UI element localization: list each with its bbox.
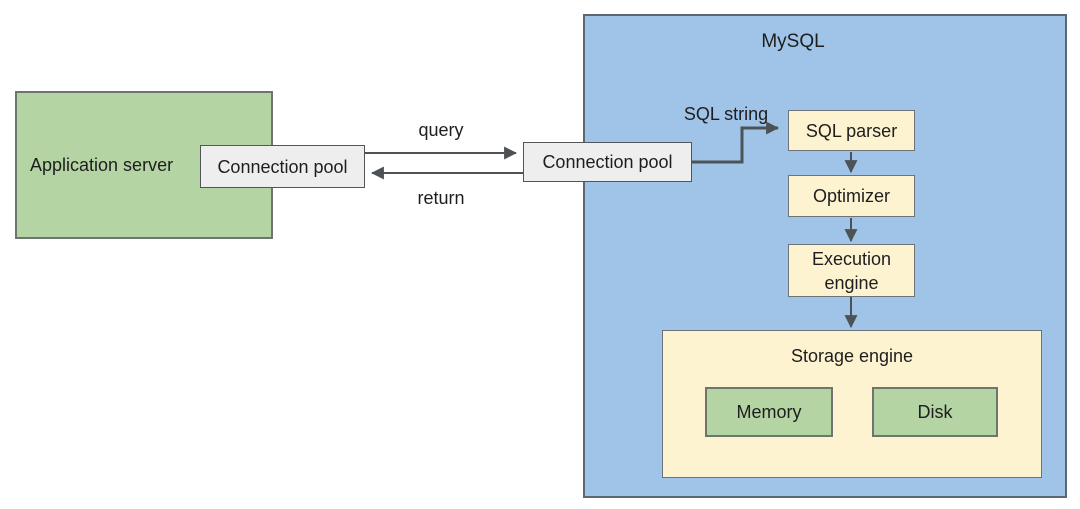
sql-parser-box: SQL parser [788, 110, 915, 151]
optimizer-box: Optimizer [788, 175, 915, 217]
storage-engine-title: Storage engine [790, 346, 914, 366]
disk-box: Disk [872, 387, 998, 437]
connection-pool-right-label: Connection pool [542, 152, 673, 172]
return-label: return [417, 188, 465, 208]
memory-box: Memory [705, 387, 833, 437]
application-server-label: Application server [30, 155, 174, 175]
sql-string-label: SQL string [683, 104, 769, 124]
execution-engine-box: Execution engine [788, 244, 915, 297]
optimizer-label: Optimizer [812, 186, 890, 206]
execution-engine-label: Execution engine [811, 248, 892, 293]
mysql-title: MySQL [761, 31, 825, 52]
disk-label: Disk [917, 402, 953, 422]
query-label: query [418, 120, 464, 140]
sql-parser-label: SQL parser [805, 120, 898, 141]
connection-pool-left-box: Connection pool [200, 145, 365, 188]
connection-pool-right-box: Connection pool [523, 142, 692, 182]
connection-pool-left-label: Connection pool [217, 156, 348, 177]
memory-label: Memory [736, 402, 802, 422]
